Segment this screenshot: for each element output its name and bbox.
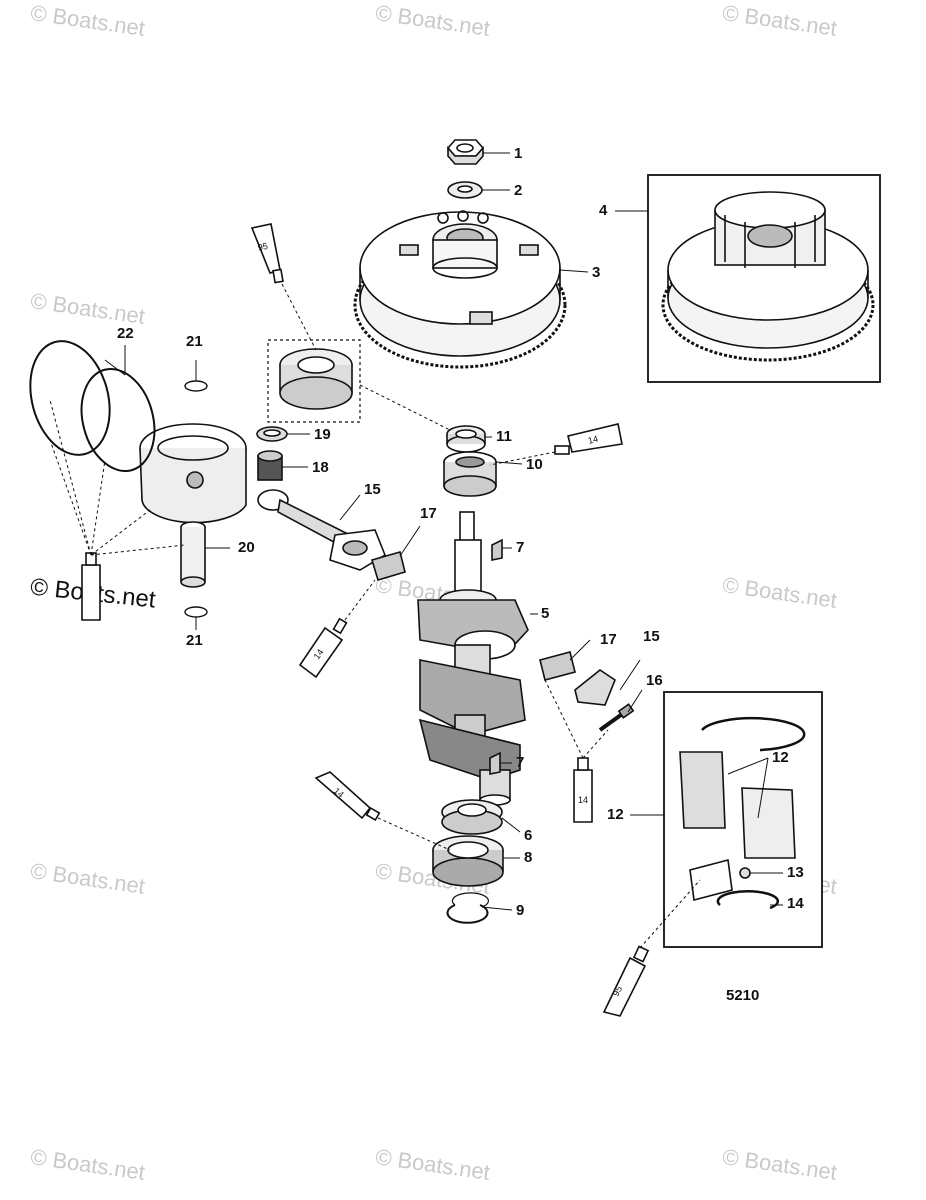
rod-cap-part bbox=[574, 669, 616, 706]
lube-tube-piston bbox=[81, 552, 101, 621]
callout-6: 6 bbox=[524, 827, 533, 844]
tube-label: 14 bbox=[312, 647, 326, 661]
callout-18: 18 bbox=[312, 459, 329, 476]
bearing-half-part bbox=[539, 651, 576, 681]
connecting-rod-part bbox=[257, 489, 386, 571]
lube-leader-lines bbox=[49, 283, 701, 949]
callout-21-bottom: 21 bbox=[186, 632, 203, 649]
lock-ring-part bbox=[184, 380, 208, 392]
tube-label: 95 bbox=[257, 241, 269, 253]
figure-number: 5210 bbox=[726, 987, 760, 1004]
callout-12-outer: 12 bbox=[607, 806, 624, 823]
callout-12-inner: 12 bbox=[772, 749, 789, 766]
callout-10: 10 bbox=[526, 456, 543, 473]
bolt-part bbox=[598, 703, 635, 732]
lube-tube-14-mid bbox=[573, 757, 593, 823]
leader-lines bbox=[104, 152, 783, 911]
callout-1: 1 bbox=[514, 145, 523, 162]
flywheel-part bbox=[353, 210, 567, 369]
tube-label: 14 bbox=[332, 786, 346, 800]
tube-label: 95 bbox=[611, 984, 625, 998]
callout-21-top: 21 bbox=[186, 333, 203, 350]
tube-labels: 95 14 14 14 14 95 bbox=[257, 241, 624, 998]
lock-ring-part bbox=[184, 606, 208, 618]
callout-7-top: 7 bbox=[516, 539, 525, 556]
woodruff-key-part bbox=[491, 538, 503, 561]
callout-17-left: 17 bbox=[420, 505, 437, 522]
seal-part bbox=[441, 799, 503, 835]
lube-tube-14-left bbox=[298, 617, 348, 679]
tube-label: 14 bbox=[587, 434, 599, 446]
needle-roller-part bbox=[257, 450, 283, 481]
bearing-part bbox=[446, 425, 486, 453]
piston-ring-part bbox=[80, 367, 156, 473]
callout-5: 5 bbox=[541, 605, 550, 622]
lube-tube-95-top bbox=[250, 223, 284, 284]
tube-label: 14 bbox=[578, 795, 588, 805]
callout-20: 20 bbox=[238, 539, 255, 556]
flywheel-assembly-box bbox=[647, 174, 881, 383]
callout-14: 14 bbox=[787, 895, 804, 912]
callout-13: 13 bbox=[787, 864, 804, 881]
callout-16: 16 bbox=[646, 672, 663, 689]
lube-tube-14-lower bbox=[314, 771, 381, 822]
washer-part bbox=[447, 181, 483, 199]
callout-11: 11 bbox=[496, 428, 512, 445]
piston-pin-part bbox=[180, 521, 206, 588]
callout-15-rod: 15 bbox=[364, 481, 381, 498]
callout-17-right: 17 bbox=[600, 631, 617, 648]
oil-seal-part bbox=[267, 339, 361, 423]
woodruff-key-part bbox=[489, 751, 501, 775]
callout-19: 19 bbox=[314, 426, 331, 443]
bearing-half-part bbox=[371, 551, 406, 581]
retaining-ring-part bbox=[446, 892, 489, 924]
piston-ring-part bbox=[29, 340, 111, 456]
callout-2: 2 bbox=[514, 182, 523, 199]
needle-bearing-part bbox=[443, 451, 497, 497]
callout-15-cap: 15 bbox=[643, 628, 660, 645]
bearing-kit-box bbox=[663, 691, 823, 948]
thrust-washer-part bbox=[256, 426, 288, 442]
callout-3: 3 bbox=[592, 264, 601, 281]
callout-4: 4 bbox=[599, 202, 608, 219]
callout-7-bottom: 7 bbox=[516, 754, 525, 771]
callout-8: 8 bbox=[524, 849, 533, 866]
callout-9: 9 bbox=[516, 902, 525, 919]
lube-tube-95-bottom bbox=[602, 945, 650, 1017]
piston-part bbox=[139, 423, 247, 524]
crankshaft-part bbox=[417, 511, 529, 806]
nut-part bbox=[446, 139, 485, 165]
ball-bearing-part bbox=[432, 835, 504, 887]
callout-22: 22 bbox=[117, 325, 134, 342]
lube-tube-14-right bbox=[554, 423, 623, 455]
